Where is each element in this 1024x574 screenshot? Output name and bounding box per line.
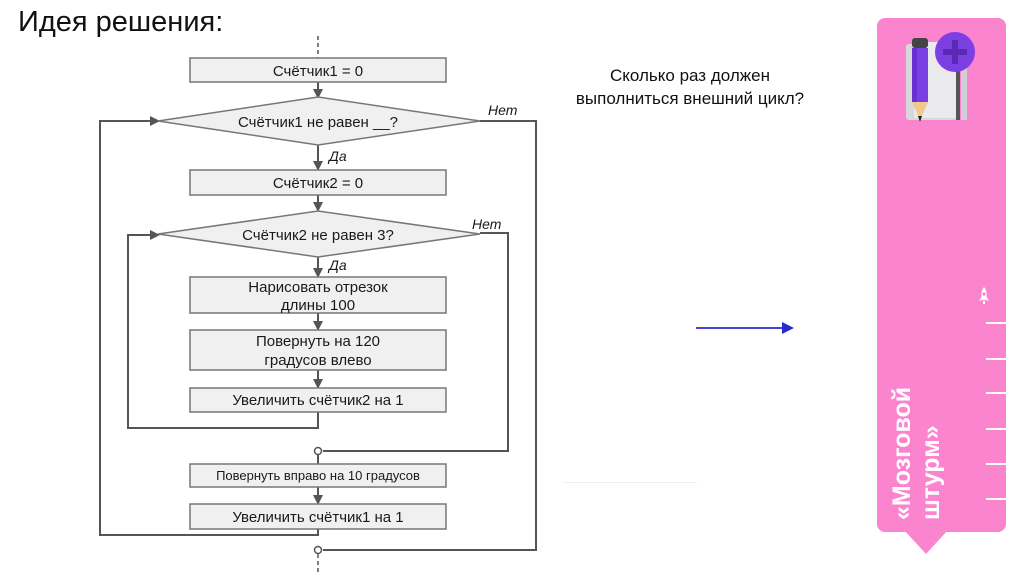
node-turn-left-text-1: Повернуть на 120 xyxy=(256,333,380,350)
junction-node xyxy=(313,446,323,456)
ruler-tick xyxy=(986,498,1006,500)
notebook-pencil-plus-icon xyxy=(906,32,975,122)
question-text: Сколько раз должен выполниться внешний ц… xyxy=(575,66,805,108)
ruler-tick xyxy=(986,358,1006,360)
node-init2 xyxy=(189,169,447,196)
node-init2-text: Счётчик2 = 0 xyxy=(273,175,363,192)
brainstorm-label-line2: штурм» xyxy=(917,425,945,520)
brainstorm-label-line1: «Мозговой xyxy=(888,386,916,520)
node-draw-line-text-2: длины 100 xyxy=(281,297,355,314)
node-turn-left xyxy=(189,329,447,371)
node-cond2 xyxy=(157,210,481,258)
node-init1 xyxy=(189,57,447,83)
rocket-icon xyxy=(979,287,989,304)
node-draw-line xyxy=(189,276,447,314)
no-label-inner: Нет xyxy=(472,216,502,232)
node-turn-left-text-2: градусов влево xyxy=(264,352,371,369)
faint-divider xyxy=(562,482,697,483)
ruler-tick xyxy=(986,428,1006,430)
inner-loop-line xyxy=(127,230,319,429)
node-inc2 xyxy=(189,387,447,413)
node-cond1 xyxy=(157,96,481,146)
node-cond2-text: Счётчик2 не равен 3? xyxy=(242,227,394,244)
node-draw-line-text-1: Нарисовать отрезок xyxy=(248,279,388,296)
inner-exit-line xyxy=(323,232,509,452)
node-cond1-text: Счётчик1 не равен __? xyxy=(238,114,398,131)
slide-title: Идея решения: xyxy=(18,6,224,38)
node-inc2-text: Увеличить счётчик2 на 1 xyxy=(232,392,403,409)
yes-label-inner: Да xyxy=(327,257,347,273)
ruler-tick xyxy=(986,463,1006,465)
no-label-outer: Нет xyxy=(488,102,518,118)
node-init1-text: Счётчик1 = 0 xyxy=(273,63,363,80)
ruler-tick xyxy=(986,392,1006,394)
node-turn-right xyxy=(189,463,447,488)
panel-pointer xyxy=(904,530,948,554)
junction-node xyxy=(313,545,323,555)
brainstorm-label: «Мозговой штурм» xyxy=(888,387,946,520)
node-inc1-text: Увеличить счётчик1 на 1 xyxy=(232,509,403,526)
ruler-tick xyxy=(986,322,1006,324)
outer-loop-line xyxy=(99,116,319,536)
yes-label-outer: Да xyxy=(327,148,347,164)
node-turn-right-text: Повернуть вправо на 10 градусов xyxy=(216,468,420,483)
outer-exit-line xyxy=(323,120,537,551)
node-inc1 xyxy=(189,503,447,530)
